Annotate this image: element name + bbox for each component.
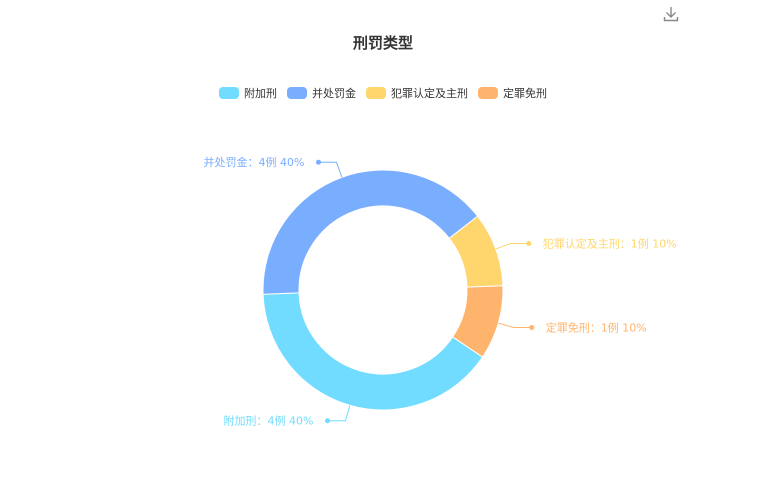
legend-item[interactable]: 定罪免刑 bbox=[478, 85, 547, 101]
download-button[interactable] bbox=[661, 4, 681, 24]
legend-item[interactable]: 犯罪认定及主刑 bbox=[366, 85, 468, 101]
label-leader-line bbox=[498, 322, 532, 328]
slice-label: 定罪免刑：1例 10% bbox=[546, 320, 647, 334]
legend-label: 并处罚金 bbox=[312, 87, 356, 100]
label-leader-line bbox=[318, 161, 343, 178]
legend-label: 犯罪认定及主刑 bbox=[391, 87, 468, 100]
pie-slice[interactable] bbox=[262, 292, 484, 411]
legend-swatch bbox=[219, 87, 239, 99]
legend-swatch bbox=[478, 87, 498, 99]
label-leader-line bbox=[495, 242, 529, 250]
legend-item[interactable]: 并处罚金 bbox=[287, 85, 356, 101]
slice-label: 附加刑：4例 40% bbox=[224, 414, 314, 428]
label-leader-line bbox=[327, 405, 351, 422]
label-dot bbox=[315, 159, 321, 165]
legend-item[interactable]: 附加刑 bbox=[219, 85, 277, 101]
chart-title: 刑罚类型 bbox=[352, 34, 413, 52]
label-dot bbox=[325, 418, 331, 424]
legend-swatch bbox=[287, 87, 307, 99]
legend-label: 定罪免刑 bbox=[503, 87, 547, 100]
label-dot bbox=[526, 240, 532, 246]
label-dot bbox=[529, 324, 535, 330]
pie-slice[interactable] bbox=[262, 169, 479, 295]
legend-label: 附加刑 bbox=[244, 87, 277, 100]
slice-label: 并处罚金：4例 40% bbox=[204, 155, 305, 169]
legend: 附加刑 并处罚金 犯罪认定及主刑 定罪免刑 bbox=[0, 85, 766, 101]
download-icon bbox=[663, 7, 679, 22]
slice-label: 犯罪认定及主刑：1例 10% bbox=[543, 236, 677, 250]
legend-swatch bbox=[366, 87, 386, 99]
